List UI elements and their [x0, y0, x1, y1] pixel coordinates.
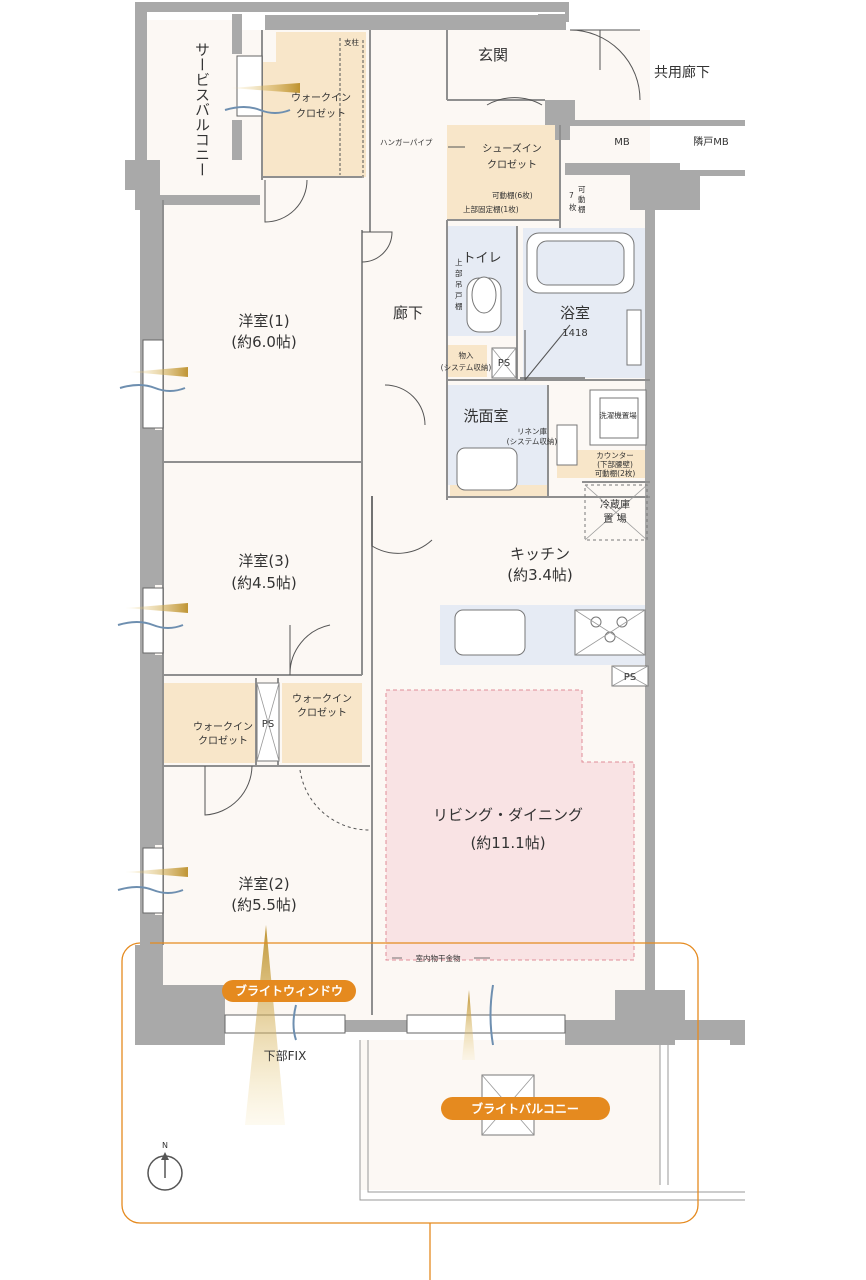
airflow-indicators — [117, 106, 494, 1046]
movable-shelf-7-e: 枚 — [569, 202, 577, 212]
common-corridor-label: 共用廊下 — [654, 64, 710, 81]
bright-balcony-badge: ブライトバルコニー — [441, 1097, 610, 1120]
fridge-space — [584, 484, 648, 541]
fridge-label-1: 冷蔵庫 — [600, 498, 630, 511]
entrance-label: 玄関 — [478, 46, 508, 64]
movable-shelf-6-label: 可動棚(6枚) — [492, 190, 533, 200]
kitchen-label: キッチン — [510, 545, 570, 563]
mb-label: MB — [614, 137, 630, 148]
walkin-right-label-2: クロゼット — [297, 707, 347, 719]
lower-fix-label: 下部FIX — [264, 1048, 307, 1063]
linen-box — [556, 424, 578, 466]
shichu-label: 支柱 — [344, 37, 359, 47]
interior-walls — [162, 30, 650, 1015]
sunlight-indicators — [125, 83, 475, 1125]
walkin-top-label-1: ウォークイン — [291, 92, 351, 104]
doors — [204, 29, 641, 831]
bath-size-label: 1418 — [562, 328, 587, 339]
movable-shelf-7-a: 可 — [578, 185, 586, 194]
counter-label-1: カウンター — [596, 451, 634, 460]
movable-shelf-7-b: 動 — [578, 195, 586, 204]
ps-label-3: PS — [624, 672, 636, 683]
bright-balcony-outline — [121, 942, 699, 1224]
storage-label: 物入 — [459, 350, 474, 360]
indoor-drying-label: 室内物干金物 — [416, 953, 461, 963]
storage-note: (システム収納) — [441, 362, 492, 372]
walkin-top-label-2: クロゼット — [296, 108, 346, 120]
hanger-pipe-label: ハンガーパイプ — [380, 137, 433, 147]
linen-note: (システム収納) — [507, 436, 558, 446]
bright-window-badge: ブライトウィンドウ — [222, 980, 356, 1002]
ps-label-1: PS — [498, 358, 510, 369]
room2-label: 洋室(2) — [238, 875, 289, 893]
svg-text:ブライトウィンドウ: ブライトウィンドウ — [235, 983, 343, 998]
shoes-closet-label-1: シューズイン — [482, 142, 542, 155]
walkin-left-label-1: ウォークイン — [193, 721, 253, 733]
ps-label-2: PS — [262, 719, 274, 730]
room2-size: (約5.5帖) — [231, 896, 297, 914]
neighbor-mb-label: 隣戸MB — [693, 135, 729, 148]
movable-shelf-7-d: 7 — [569, 191, 574, 200]
counter-label-3: 可動棚(2枚) — [595, 468, 636, 478]
compass-icon — [147, 1152, 183, 1191]
svg-text:ブライトバルコニー: ブライトバルコニー — [471, 1101, 579, 1116]
windows — [142, 55, 566, 1034]
living-label: リビング・ダイニング — [433, 806, 583, 824]
balcony-rail — [359, 1040, 745, 1201]
movable-shelf-7-c: 棚 — [578, 204, 586, 214]
upper-cabinet-2: 部 — [455, 268, 463, 278]
walkin-left-label-2: クロゼット — [198, 735, 248, 747]
upper-cabinet-1: 上 — [455, 258, 463, 267]
room1-size: (約6.0帖) — [231, 333, 297, 351]
upper-cabinet-3: 吊 — [455, 280, 463, 289]
washbasin — [456, 447, 518, 491]
room3-label: 洋室(3) — [238, 552, 289, 570]
bathroom-label: 浴室 — [560, 304, 590, 322]
labels: サービスバルコニー 支柱 ウォークイン クロゼット 玄関 共用廊下 MB 隣戸M… — [193, 37, 729, 1063]
service-balcony-label: サービスバルコニー — [193, 42, 211, 177]
washroom-label: 洗面室 — [463, 407, 508, 425]
fridge-label-2: 置 場 — [603, 512, 626, 525]
linen-label: リネン庫 — [517, 426, 547, 436]
shoes-closet-label-2: クロゼット — [487, 159, 537, 171]
washer-space-label: 洗濯機置場 — [599, 410, 637, 420]
room1-label: 洋室(1) — [238, 312, 289, 330]
living-zone — [385, 689, 635, 961]
sink — [454, 609, 526, 656]
walkin-right-label-1: ウォークイン — [292, 693, 352, 705]
upper-cabinet-4: 戸 — [455, 291, 463, 300]
room3-size: (約4.5帖) — [231, 574, 297, 592]
living-size: (約11.1帖) — [470, 834, 545, 852]
compass-north-label: N — [162, 1141, 168, 1150]
toilet-label: トイレ — [462, 251, 501, 266]
corridor-label: 廊下 — [393, 304, 423, 322]
counter-label-2: (下部腰壁) — [597, 459, 633, 469]
upper-cabinet-5: 棚 — [455, 301, 463, 311]
kitchen-size: (約3.4帖) — [507, 566, 573, 584]
closet-fills — [163, 32, 647, 763]
upper-fixed-shelf-label: 上部固定棚(1枚) — [463, 204, 519, 214]
